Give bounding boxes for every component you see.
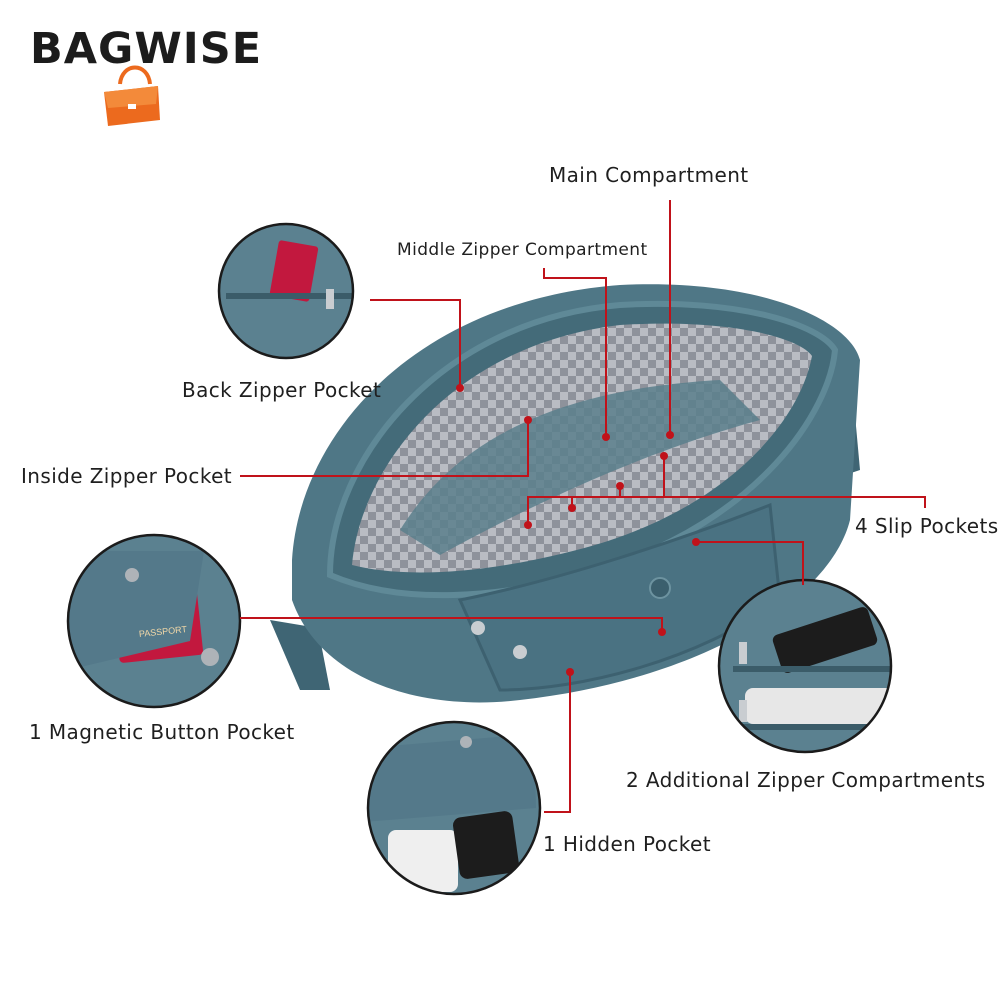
label-hidden-pocket: 1 Hidden Pocket xyxy=(543,832,712,856)
label-inside-zipper-pocket: Inside Zipper Pocket xyxy=(21,464,233,488)
hidden-pocket-detail xyxy=(366,720,542,896)
leader-back-zipper-pocket xyxy=(370,299,461,388)
leader-hidden-pocket xyxy=(544,672,571,813)
additional-zipper-compartments-detail xyxy=(717,578,893,754)
label-magnetic-button-pocket: 1 Magnetic Button Pocket xyxy=(29,720,295,744)
leader-additional-zipper-compartments xyxy=(696,541,804,585)
leader-middle-zipper-compartment xyxy=(543,268,607,437)
label-main-compartment: Main Compartment xyxy=(549,163,749,187)
brand-wordmark: BAGWISE xyxy=(30,24,263,74)
back-zipper-pocket-detail xyxy=(217,222,355,360)
label-back-zipper-pocket: Back Zipper Pocket xyxy=(182,378,382,402)
magnetic-button-pocket-detail: PASSPORT xyxy=(66,533,242,709)
leader-slip-pockets xyxy=(527,496,926,525)
leader-magnetic-button-pocket xyxy=(240,617,663,632)
messenger-bag-icon xyxy=(104,65,160,126)
label-middle-zipper-compartment: Middle Zipper Compartment xyxy=(397,240,648,260)
label-additional-zipper-compartments: 2 Additional Zipper Compartments xyxy=(626,768,986,792)
leader-inside-zipper-pocket xyxy=(240,420,529,477)
label-slip-pockets: 4 Slip Pockets xyxy=(855,514,999,538)
